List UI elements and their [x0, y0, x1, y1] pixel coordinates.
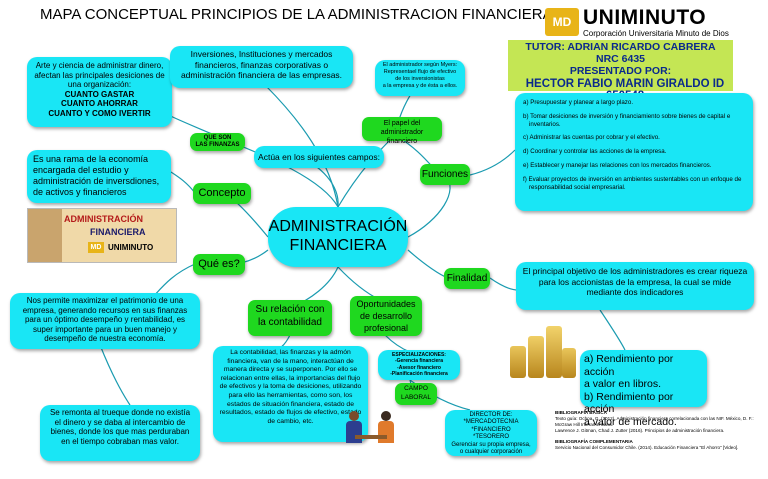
node-objetivo: El principal objetivo de los administrad… — [516, 262, 754, 310]
banner-line1: ADMINISTRACIÓN — [64, 214, 143, 224]
node-funciones-list: a) Presupuestar y planear a largo plazo.… — [515, 93, 753, 211]
bibliography-entry: Servicio Nacional del Consumidor Chile. … — [555, 445, 739, 450]
logo-subtitle: Corporación Universitaria Minuto de Dios — [583, 29, 729, 38]
banner-mark: MD — [88, 242, 104, 253]
node-rendimiento: a) Rendimiento por acción a valor en lib… — [580, 350, 707, 428]
node-trueque: Se remonta al trueque donde no existía e… — [40, 405, 200, 461]
funcion-item: c) Administrar las cuentas por cobrar y … — [523, 134, 660, 142]
funcion-item: a) Presupuestar y planear a largo plazo. — [523, 99, 634, 106]
node-director: DIRECTOR DE: *MERCADOTECNIA *FINANCIERO … — [445, 410, 537, 456]
tutor-box: TUTOR: ADRIAN RICARDO CABRERA NRC 6435 P… — [508, 40, 733, 91]
coins-decoration — [28, 209, 62, 262]
label-finalidad: Finalidad — [444, 268, 490, 289]
uniminuto-logo: MD UNIMINUTO Corporación Universitaria M… — [545, 6, 745, 38]
arte-ciencia-text: Arte y ciencia de administrar dinero, af… — [34, 61, 165, 89]
label-concepto: Concepto — [193, 183, 251, 204]
node-arte-ciencia: Arte y ciencia de administrar dinero, af… — [27, 57, 172, 127]
presented-by: PRESENTADO POR: — [569, 65, 672, 77]
label-campo-laboral: CAMPO LABORAL — [395, 383, 437, 405]
node-economia: Es una rama de la economía encargada del… — [27, 150, 171, 203]
tutor-name: TUTOR: ADRIAN RICARDO CABRERA — [525, 41, 716, 53]
label-que-son: QUE SON LAS FINANZAS — [190, 133, 245, 151]
bibliography-entry: Lawrence J. Gitman, Chad J. Zutter (2016… — [555, 428, 725, 433]
node-maximizar: Nos permite maximizar el patrimonio de u… — [10, 293, 200, 349]
label-funciones: Funciones — [420, 164, 470, 185]
bibliography-basic-title: BIBLIOGRAFIA BASICA — [555, 410, 607, 415]
arte-ciencia-bold: CUANTO GASTAR CUANTO AHORRAR CUANTO Y CO… — [48, 89, 151, 118]
bibliography-entry: Texto guía: Ochoa, G. (2012). Administra… — [555, 416, 754, 427]
funcion-item: b) Tomar desiciones de inversión y finan… — [523, 112, 731, 128]
banner-name: UNIMINUTO — [108, 243, 154, 252]
node-actua: Actúa en los siguientes campos: — [254, 146, 384, 168]
bibliography-comp-title: BIBLIOGRAFÍA COMPLEMENTARIA — [555, 439, 633, 444]
node-inversiones: Inversiones, Instituciones y mercados fi… — [170, 46, 353, 88]
nrc: NRC 6435 — [595, 53, 646, 65]
funcion-item: f) Evaluar proyectos de inversión en amb… — [523, 175, 742, 191]
node-contabilidad: La contabilidad, las finanzas y la admón… — [213, 346, 368, 442]
label-papel: El papel del administrador financiero — [362, 117, 442, 145]
label-oportunidades: Oportunidades de desarrollo profesional — [350, 296, 422, 336]
label-relacion: Su relación con la contabilidad — [248, 300, 332, 336]
meeting-image — [345, 405, 397, 453]
central-node: ADMINISTRACIÓN FINANCIERA — [268, 207, 408, 267]
banner-image: ADMINISTRACIÓN FINANCIERA MD UNIMINUTO — [27, 208, 177, 263]
bibliography: BIBLIOGRAFIA BASICA Texto guía: Ochoa, G… — [555, 410, 765, 451]
coins-image — [508, 318, 578, 380]
logo-name: UNIMINUTO — [583, 6, 707, 29]
funcion-item: e) Establecer y manejar las relaciones c… — [523, 161, 712, 169]
node-myers: El administrador según Myers: Representa… — [375, 60, 465, 96]
node-especializaciones: ESPECIALIZACIONES: -Gerencia financiera … — [378, 350, 460, 380]
label-que-es: Qué es? — [193, 254, 245, 275]
page-title: MAPA CONCEPTUAL PRINCIPIOS DE LA ADMINIS… — [40, 6, 553, 23]
funcion-item: d) Coordinar y controlar las acciones de… — [523, 148, 667, 156]
logo-mark: MD — [545, 8, 579, 36]
banner-line2: FINANCIERA — [90, 227, 146, 237]
